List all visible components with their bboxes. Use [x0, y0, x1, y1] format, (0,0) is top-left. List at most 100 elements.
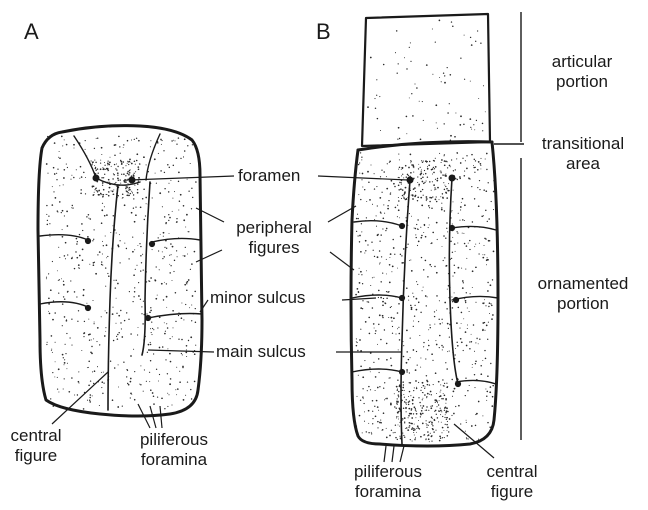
stipple-dot [110, 232, 111, 233]
stipple-dot [183, 156, 184, 157]
stipple-dot [159, 269, 160, 270]
stipple-dot [410, 395, 411, 396]
stipple-dot [71, 175, 72, 176]
stipple-dot [411, 428, 413, 430]
stipple-dot [144, 369, 145, 370]
label-ornamented-portion-line2: portion [526, 294, 640, 314]
stipple-dot [423, 174, 424, 175]
stipple-dot [130, 378, 132, 380]
stipple-dot [403, 356, 405, 358]
label-central-figure-a-line2: figure [0, 446, 72, 466]
stipple-dot [412, 440, 413, 441]
stipple-dot [116, 169, 117, 170]
stipple-dot [477, 30, 478, 31]
stipple-dot [102, 167, 103, 168]
stipple-dot [434, 316, 435, 317]
stipple-dot [46, 278, 47, 279]
stipple-dot [186, 356, 187, 357]
stipple-dot [456, 322, 458, 324]
stipple-dot [446, 417, 448, 419]
stipple-dot [414, 435, 415, 436]
stipple-dot [135, 214, 137, 216]
stipple-dot [144, 219, 145, 220]
stipple-dot [83, 336, 84, 337]
stipple-dot [414, 406, 416, 408]
stipple-dot [457, 242, 458, 243]
stipple-dot [437, 187, 439, 189]
stipple-dot [132, 237, 133, 238]
stipple-dot [168, 394, 169, 395]
stipple-dot [431, 394, 432, 395]
stipple-dot [409, 427, 410, 428]
stipple-dot [391, 320, 392, 321]
stipple-dot [369, 333, 371, 335]
stipple-dot [185, 304, 186, 305]
stipple-dot [412, 403, 414, 405]
stipple-dot [470, 37, 471, 38]
stipple-dot [168, 214, 169, 215]
stipple-dot [64, 364, 65, 365]
stipple-dot [131, 191, 132, 192]
stipple-dot [402, 262, 404, 264]
stipple-dot [152, 392, 154, 394]
stipple-dot [403, 248, 405, 250]
stipple-dot [415, 409, 416, 410]
osteoderm-a-minor-sulcus-l1 [40, 235, 88, 240]
stipple-dot [484, 350, 485, 351]
stipple-dot [127, 140, 129, 142]
stipple-dot [451, 258, 452, 259]
stipple-dot [390, 193, 392, 195]
stipple-dot [398, 394, 400, 396]
stipple-dot [405, 428, 406, 429]
stipple-dot [475, 414, 476, 415]
stipple-dot [406, 176, 408, 178]
stipple-dot [367, 171, 369, 173]
stipple-dot [390, 192, 391, 193]
stipple-dot [67, 291, 68, 292]
stipple-dot [388, 317, 389, 318]
stipple-dot [134, 173, 135, 174]
stipple-dot [101, 177, 103, 179]
stipple-dot [444, 174, 446, 176]
stipple-dot [410, 439, 411, 440]
stipple-dot [129, 189, 131, 191]
stipple-dot [461, 268, 462, 269]
stipple-dot [470, 81, 471, 82]
stipple-dot [433, 431, 434, 432]
stipple-dot [426, 420, 427, 421]
stipple-dot [94, 165, 95, 166]
stipple-dot [71, 345, 72, 346]
stipple-dot [171, 404, 172, 405]
stipple-dot [454, 388, 456, 390]
stipple-dot [470, 293, 471, 294]
stipple-dot [482, 257, 484, 259]
stipple-dot [181, 303, 182, 304]
stipple-dot [491, 318, 493, 320]
stipple-dot [133, 174, 135, 176]
stipple-dot [72, 207, 73, 208]
stipple-dot [442, 193, 443, 194]
stipple-dot [410, 259, 411, 260]
stipple-dot [432, 28, 433, 29]
stipple-dot [404, 401, 406, 403]
stipple-dot [450, 166, 451, 167]
stipple-dot [103, 189, 105, 191]
stipple-dot [380, 339, 382, 341]
stipple-dot [113, 194, 114, 195]
stipple-dot [426, 180, 427, 181]
stipple-dot [158, 153, 159, 154]
osteoderm-b-minor-sulcus-r1 [452, 226, 496, 230]
stipple-dot [457, 345, 459, 347]
stipple-dot [389, 264, 391, 266]
stipple-dot [381, 256, 382, 257]
stipple-dot [492, 385, 494, 387]
stipple-dot [453, 201, 454, 202]
stipple-dot [93, 239, 94, 240]
stipple-dot [382, 317, 383, 318]
stipple-dot [395, 425, 396, 426]
stipple-dot [397, 268, 398, 269]
stipple-dot [474, 387, 475, 388]
stipple-dot [399, 167, 400, 168]
stipple-dot [433, 160, 434, 161]
stipple-dot [386, 259, 387, 260]
